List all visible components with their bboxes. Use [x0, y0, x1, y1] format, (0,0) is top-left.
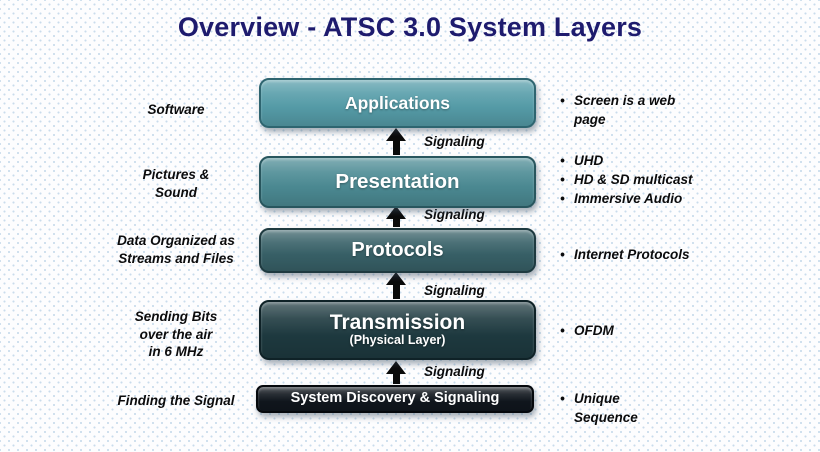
arrow-head	[386, 206, 406, 219]
arrow-stem	[392, 219, 400, 227]
layer-sublabel: (Physical Layer)	[349, 333, 446, 348]
bullet-list-applications: • Screen is a web page	[560, 92, 688, 130]
bullet-text: Unique Sequence	[574, 391, 638, 425]
layer-box-protocols: Protocols	[259, 228, 536, 273]
arrow-stem	[392, 141, 400, 155]
arrow-head	[386, 128, 406, 141]
layer-box-system-discovery: System Discovery & Signaling	[256, 385, 534, 413]
layer-box-presentation: Presentation	[259, 156, 536, 208]
left-label-finding-signal: Finding the Signal	[117, 393, 235, 408]
bullet-item: • UHD	[560, 152, 750, 171]
bullet-text: Immersive Audio	[574, 190, 683, 206]
bullet-icon: •	[560, 153, 565, 168]
left-label-pictures-sound: Pictures & Sound	[142, 167, 210, 200]
left-label-software: Software	[147, 102, 205, 117]
up-arrow-icon	[386, 272, 406, 299]
layer-label: Applications	[344, 92, 450, 113]
bullet-icon: •	[560, 247, 565, 262]
bullet-icon: •	[560, 171, 565, 187]
up-arrow-icon	[386, 361, 406, 384]
bullet-item: • Internet Protocols	[560, 246, 750, 265]
signaling-label: Signaling	[424, 283, 485, 298]
bullet-icon: •	[560, 93, 565, 108]
bullet-item: • HD & SD multicast	[560, 171, 750, 190]
arrow-stem	[392, 285, 400, 299]
bullet-text: OFDM	[574, 323, 614, 338]
arrow-head	[386, 272, 406, 285]
layer-label: Transmission	[329, 311, 466, 335]
signaling-label: Signaling	[424, 134, 485, 149]
bullet-text: Screen is a web page	[574, 93, 676, 127]
signaling-label: Signaling	[424, 207, 485, 222]
bullet-item: • Unique Sequence	[560, 390, 650, 428]
up-arrow-icon	[386, 206, 406, 227]
signaling-label: Signaling	[424, 364, 485, 379]
left-label-sending-bits: Sending Bits over the air in 6 MHz	[134, 309, 218, 360]
bullet-icon: •	[560, 323, 565, 338]
bullet-list-transmission: • OFDM	[560, 322, 710, 341]
bullet-icon: •	[560, 391, 565, 406]
arrow-stem	[392, 374, 400, 384]
bullet-text: Internet Protocols	[574, 247, 690, 262]
bullet-list-protocols: • Internet Protocols	[560, 246, 750, 265]
left-label-data-organized: Data Organized as Streams and Files	[117, 233, 235, 266]
bullet-item: • OFDM	[560, 322, 710, 341]
bullet-list-system-discovery: • Unique Sequence	[560, 390, 650, 428]
bullet-text: HD & SD multicast	[574, 171, 693, 187]
layer-box-transmission: Transmission (Physical Layer)	[259, 300, 536, 360]
bullet-item: • Screen is a web page	[560, 92, 688, 130]
bullet-item: • Immersive Audio	[560, 190, 750, 209]
page-title: Overview - ATSC 3.0 System Layers	[177, 12, 643, 42]
arrow-head	[386, 361, 406, 374]
up-arrow-icon	[386, 128, 406, 155]
bullet-list-presentation: • UHD • HD & SD multicast • Immersive Au…	[560, 152, 750, 209]
layer-label: Presentation	[335, 170, 460, 194]
layer-label: System Discovery & Signaling	[290, 390, 500, 407]
layer-label: Protocols	[351, 239, 444, 261]
bullet-text: UHD	[574, 153, 604, 168]
layer-box-applications: Applications	[259, 78, 536, 128]
bullet-icon: •	[560, 190, 565, 206]
